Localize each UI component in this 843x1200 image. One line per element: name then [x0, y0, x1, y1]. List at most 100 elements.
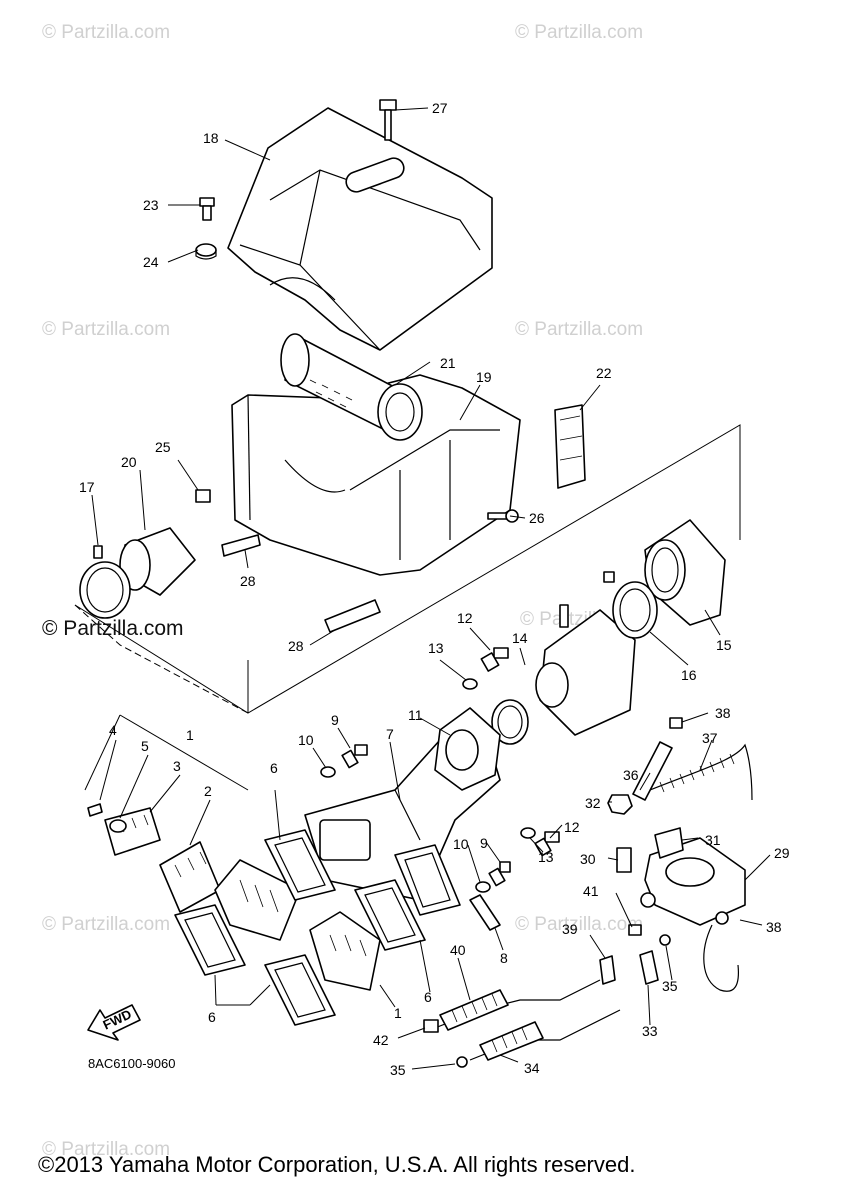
clip-35-lower	[456, 1056, 468, 1068]
joint-11	[434, 707, 501, 791]
clip-41	[628, 924, 642, 936]
callout-label: 36	[623, 767, 639, 783]
callout-label: 15	[716, 637, 732, 653]
nut-32	[607, 794, 633, 815]
screw-23	[199, 197, 215, 221]
diagram-code: 8AC6100-9060	[88, 1056, 175, 1071]
callout-label: 31	[705, 832, 721, 848]
callout-label: 40	[450, 942, 466, 958]
callout-label: 3	[173, 758, 181, 774]
bolt-9-upper	[341, 744, 368, 769]
callout-label: 28	[240, 573, 256, 589]
hose-40	[439, 989, 509, 1031]
collar-30	[616, 847, 632, 873]
hose-37	[649, 743, 753, 801]
callout-label: 20	[121, 454, 137, 470]
bracket-31	[654, 827, 684, 859]
callout-label: 6	[270, 760, 278, 776]
gasket-6-right-mid	[394, 844, 461, 916]
callout-label: 27	[432, 100, 448, 116]
clip-35-right	[659, 934, 671, 946]
pad-28-lower	[324, 599, 381, 633]
fuel-pump-29	[640, 837, 746, 926]
bolt-12-upper	[480, 647, 509, 672]
reed-plate-2	[159, 841, 221, 913]
callout-label: 42	[373, 1032, 389, 1048]
callout-label: 6	[208, 1009, 216, 1025]
leader-lines	[84, 107, 771, 1070]
callout-label: 19	[476, 369, 492, 385]
callout-label: 35	[390, 1062, 406, 1078]
clip-38-upper	[669, 717, 683, 729]
hose-34	[479, 1021, 544, 1061]
gasket-6-lower	[264, 954, 336, 1026]
gasket-6-left	[174, 904, 246, 976]
callout-label: 37	[702, 730, 718, 746]
clamp-14	[491, 699, 529, 745]
grommet-24	[195, 243, 217, 260]
bolt-12-lower	[534, 831, 560, 857]
callout-label: 9	[331, 712, 339, 728]
assembly-frame	[74, 424, 741, 714]
clamp-16	[603, 571, 658, 639]
callout-label: 1	[394, 1005, 402, 1021]
watermark: © Partzilla.com	[42, 914, 170, 935]
callout-label: 11	[408, 707, 423, 723]
watermark: © Partzilla.com	[42, 22, 170, 43]
airbox-cover	[227, 107, 493, 351]
hose-38-lower	[703, 924, 740, 992]
clip-42	[423, 1019, 439, 1033]
airbox-case	[231, 374, 521, 576]
callout-label: 32	[585, 795, 601, 811]
reed-block-1-upper	[214, 859, 301, 941]
callout-label: 4	[109, 722, 117, 738]
callout-label: 1	[186, 727, 194, 743]
callout-label: 13	[538, 849, 554, 865]
callout-label: 25	[155, 439, 171, 455]
washer-5	[109, 819, 127, 833]
callout-label: 38	[766, 919, 782, 935]
bolt-27	[379, 99, 397, 141]
callout-label: 7	[386, 726, 394, 742]
washer-10-lower	[475, 881, 491, 893]
callout-label: 16	[681, 667, 697, 683]
callout-label: 13	[428, 640, 444, 656]
pad-28-upper	[221, 534, 261, 557]
hose-36	[632, 741, 673, 801]
washer-13-lower	[520, 827, 536, 839]
callout-label: 6	[424, 989, 432, 1005]
screw-4	[87, 803, 103, 817]
callout-label: 38	[715, 705, 731, 721]
joint-15	[644, 519, 726, 626]
watermark: © Partzilla.com	[515, 914, 643, 935]
callouts: 27 18 23 24 21 19 22 25 20 17 26 28 28 1…	[79, 100, 790, 1078]
callout-label: 23	[143, 197, 159, 213]
callout-label: 30	[580, 851, 596, 867]
copyright-notice: ©2013 Yamaha Motor Corporation, U.S.A. A…	[38, 1152, 635, 1177]
callout-label: 28	[288, 638, 304, 654]
callout-label: 9	[480, 835, 488, 851]
callout-label: 12	[564, 819, 580, 835]
callout-label: 10	[298, 732, 314, 748]
callout-label: 35	[662, 978, 678, 994]
gasket-6-upper	[264, 829, 336, 901]
callout-label: 10	[453, 836, 469, 852]
callout-label: 21	[440, 355, 456, 371]
assembly-frame-dash	[74, 604, 249, 714]
gasket-6-right-upper	[354, 879, 426, 951]
callout-label: 14	[512, 630, 528, 646]
hose-39	[599, 955, 616, 985]
bolt-9-lower	[488, 861, 511, 887]
callout-label: 26	[529, 510, 545, 526]
joint-14	[535, 604, 636, 736]
callout-label: 18	[203, 130, 219, 146]
hose-33	[639, 950, 659, 985]
callout-label: 12	[457, 610, 473, 626]
joint-20	[119, 527, 196, 596]
watermark: © Partzilla.com	[42, 319, 170, 340]
reed-block-1-lower	[309, 911, 381, 991]
callout-label: 5	[141, 738, 149, 754]
callout-label: 41	[583, 883, 599, 899]
intake-tube-21	[280, 333, 423, 441]
